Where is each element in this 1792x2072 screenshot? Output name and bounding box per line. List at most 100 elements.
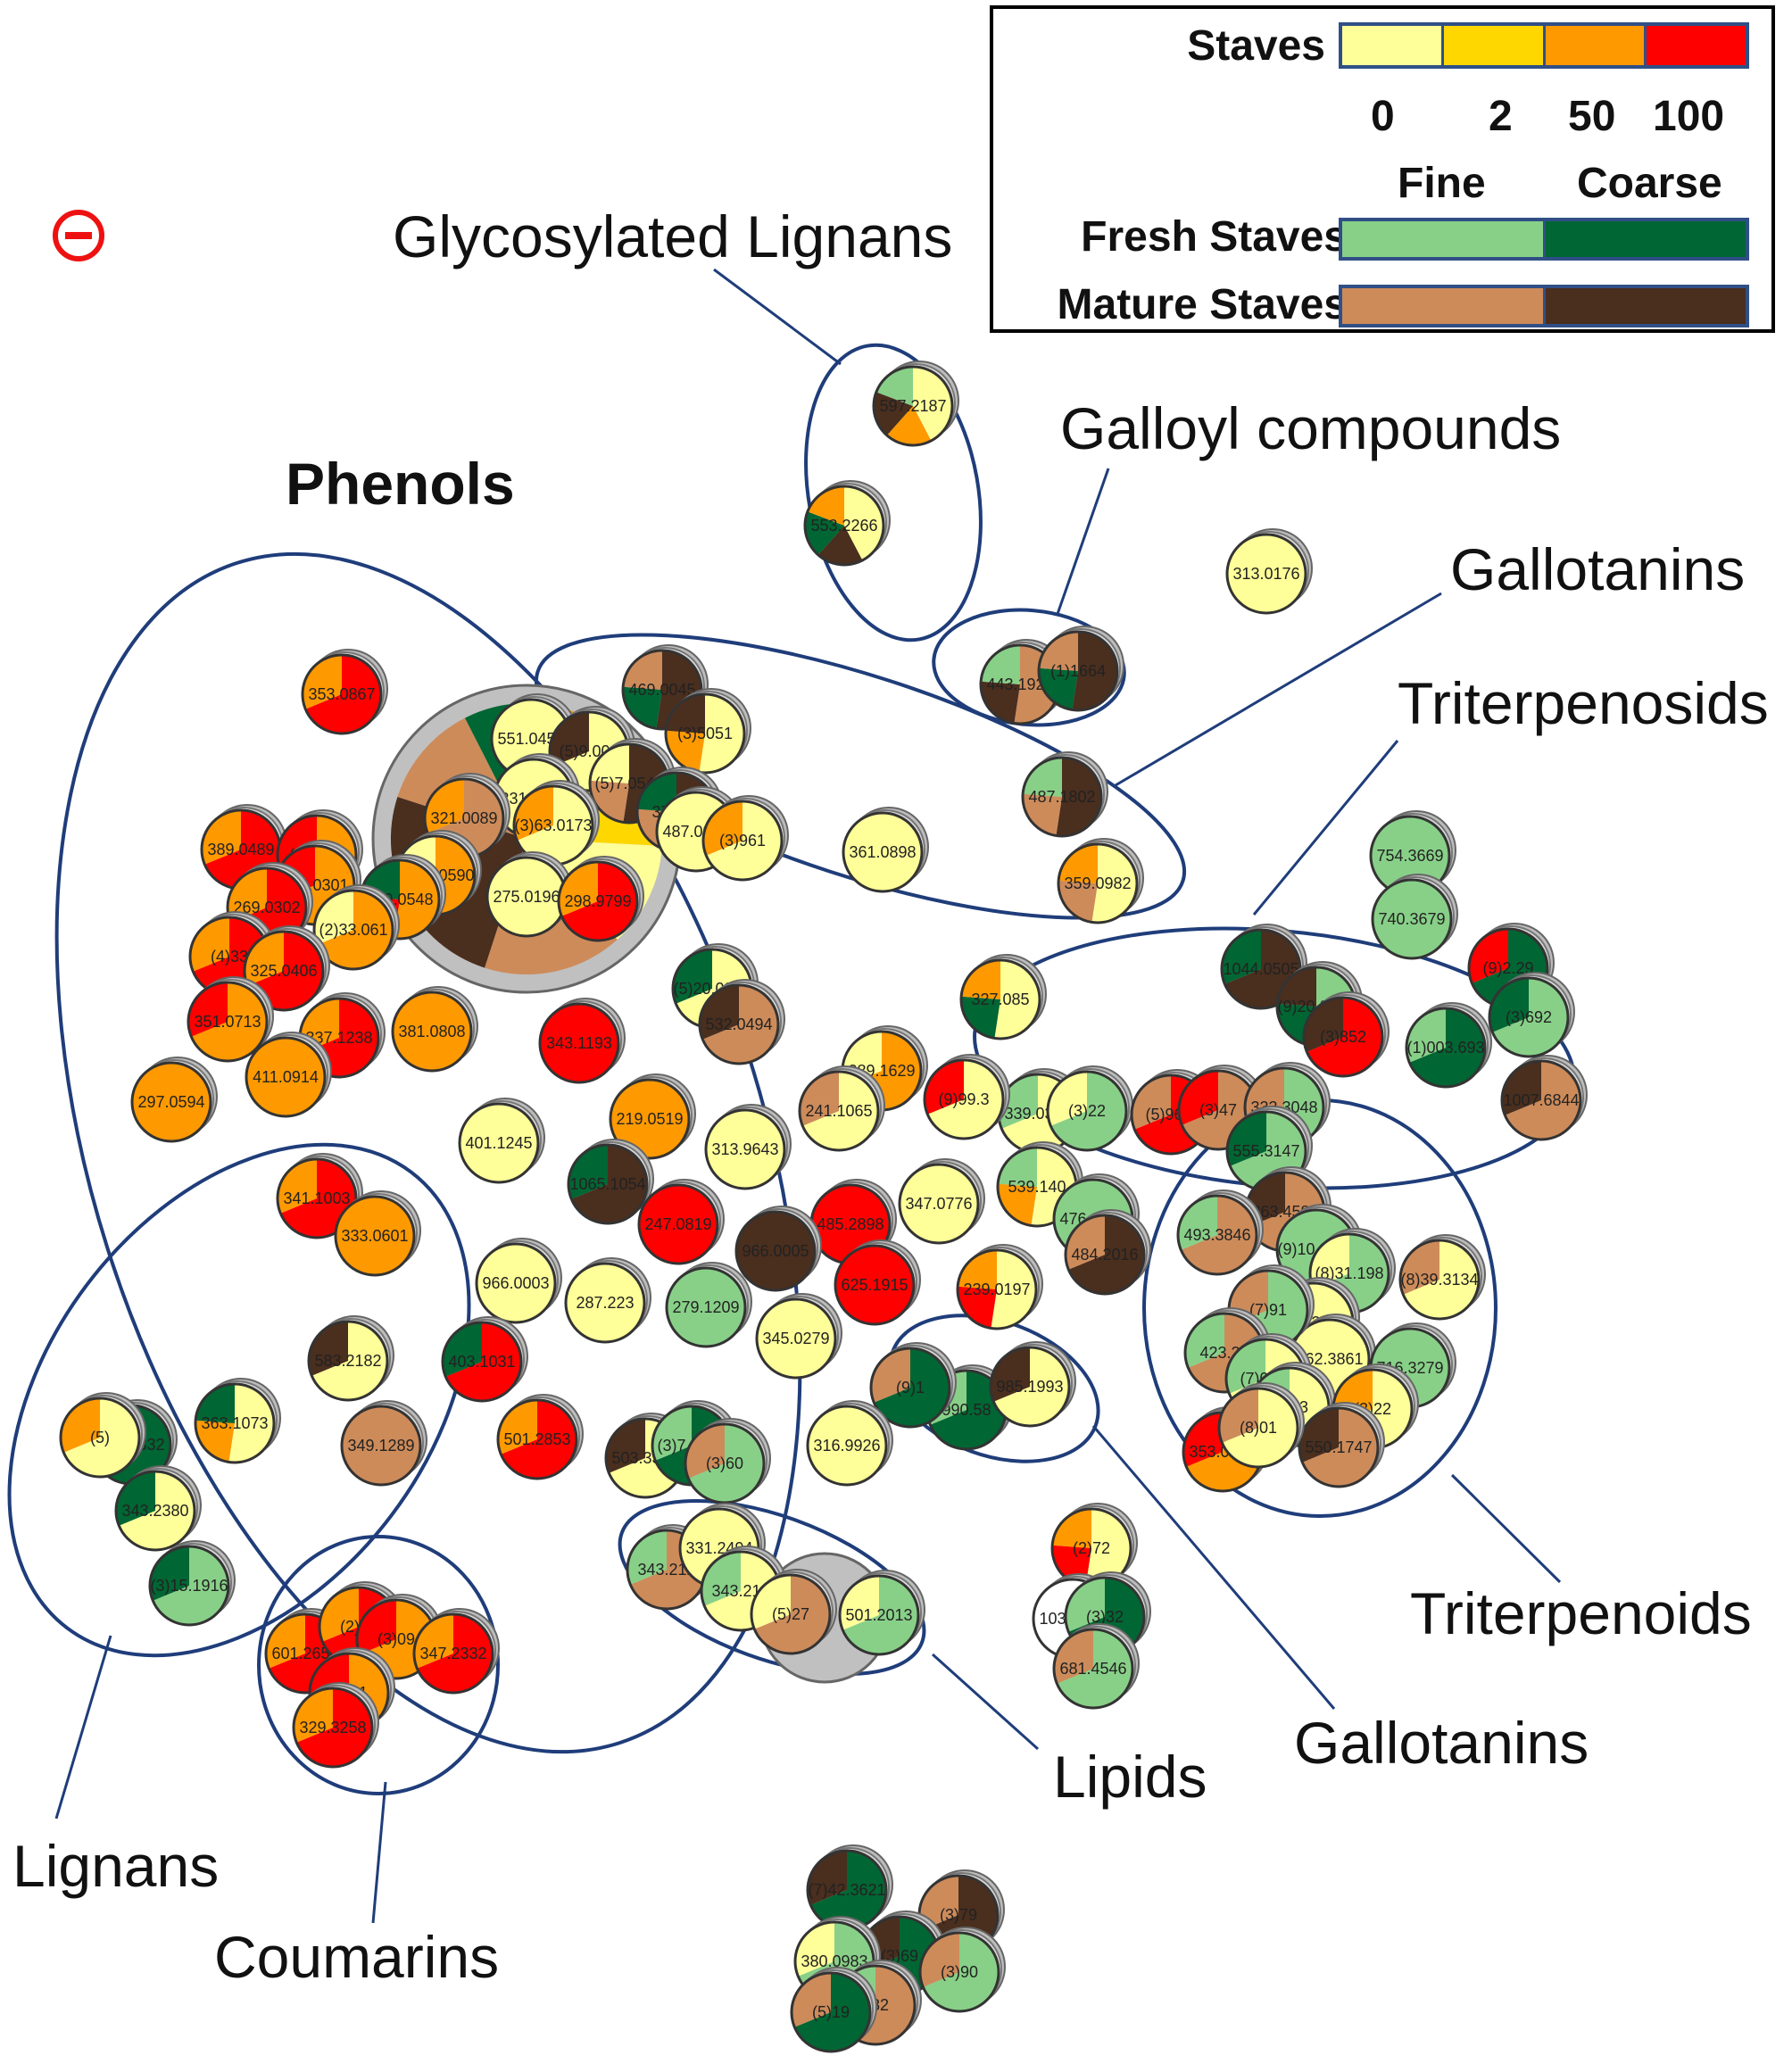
compound-node-label: 401.1245 (465, 1134, 532, 1152)
compound-node: (9)99.3 (923, 1054, 1010, 1140)
leader-lipids (931, 1653, 1040, 1751)
legend-coarse-label: Coarse (1577, 160, 1722, 207)
legend-staves-bar (1339, 22, 1749, 69)
compound-node-label: 333.0601 (341, 1227, 408, 1245)
compound-node-label: 601.2653 (271, 1645, 338, 1662)
compound-node-label: (3)60 (706, 1455, 743, 1472)
compound-node-label: 484.2016 (1071, 1246, 1138, 1264)
compound-node-label: (1)1664 (1050, 662, 1106, 680)
legend-fine-label: Fine (1398, 160, 1486, 207)
compound-node-label: 583.2182 (314, 1352, 381, 1370)
minus-icon (53, 210, 104, 261)
label-gallotanins-top: Gallotanins (1450, 536, 1746, 602)
compound-node: 316.9926 (806, 1400, 893, 1487)
compound-node-label: 625.1915 (841, 1276, 908, 1294)
outline-gallotanins-top (534, 633, 1187, 920)
compound-node: 297.0594 (130, 1057, 218, 1143)
compound-node-label: 501.2013 (845, 1606, 912, 1624)
compound-node: (3)692 (1488, 972, 1575, 1058)
compound-node-label: 269.0302 (233, 899, 300, 916)
label-phenols: Phenols (286, 451, 515, 517)
compound-node: 343.2380 (114, 1465, 202, 1552)
leader-glycosylated-lignans (713, 268, 842, 366)
mature-fine-swatch (1342, 288, 1543, 324)
compound-node-label: 1044.0505 (1223, 960, 1298, 978)
compound-node: 740.3679 (1371, 874, 1458, 960)
cluster-leader-lines (54, 268, 1562, 1924)
legend-staves-title: Staves (1187, 22, 1325, 70)
compound-node-label: 553.2266 (810, 517, 877, 535)
compound-node: 247.0819 (637, 1179, 725, 1265)
compound-node: 403.1031 (441, 1316, 528, 1403)
compound-node: (1)003.693 (1405, 1002, 1492, 1089)
compound-node: 327.085 (959, 954, 1047, 1040)
mature-coarse-swatch (1542, 288, 1746, 324)
compound-node: (3)961 (701, 795, 789, 882)
compound-node: 353.0867 (301, 649, 388, 735)
compound-node: 597.2187 (872, 361, 959, 447)
compound-node: 1065.1054 (567, 1139, 654, 1225)
compound-node-label: 327.085 (971, 990, 1029, 1008)
label-gallotanins-bottom: Gallotanins (1294, 1710, 1589, 1776)
compound-node: (5) (59, 1392, 146, 1479)
outline-lipids (618, 1499, 926, 1676)
compound-node: (7)42.3621 (806, 1844, 893, 1931)
compound-node-label: (3)90 (941, 1963, 978, 1981)
compound-node: (2)33.061 (312, 884, 400, 971)
compound-node: 625.1915 (834, 1239, 921, 1326)
compound-node-label: 1065.1054 (569, 1175, 645, 1193)
compound-node-label: 341.1003 (283, 1189, 350, 1207)
compound-node: 363.1073 (194, 1378, 281, 1464)
compound-node: 333.0601 (334, 1190, 421, 1277)
compound-node-label: 469.0045 (628, 681, 695, 699)
compound-node: 985.1993 (989, 1341, 1076, 1428)
compound-node-label: (3)47 (1199, 1101, 1237, 1119)
legend-mature-title: Mature Staves (1057, 281, 1348, 328)
compound-node-label: 389.0489 (207, 841, 274, 858)
label-galloyl-compounds: Galloyl compounds (1060, 395, 1562, 461)
compound-node-label: (9)2.29 (1482, 959, 1533, 977)
compound-node-label: 550.1747 (1305, 1438, 1372, 1456)
compound-node-label: 966.0003 (482, 1274, 549, 1292)
compound-node-label: (3)63.0173 (514, 816, 592, 834)
compound-node-label: (3)5051 (677, 725, 733, 742)
compound-node-label: 247.0819 (644, 1215, 711, 1233)
compound-node-label: (8)31.198 (1315, 1264, 1383, 1282)
compound-node-label: 298.9799 (564, 892, 631, 910)
compound-node: 313.9643 (704, 1104, 792, 1190)
label-triterpenoids: Triterpenoids (1410, 1580, 1752, 1646)
compound-node: 239.0197 (956, 1244, 1043, 1330)
compound-node-label: 316.9926 (813, 1437, 880, 1455)
compound-node-label: (2)72 (1073, 1539, 1110, 1557)
compound-node-label: 532.0494 (705, 1015, 772, 1033)
compound-node: 298.9799 (557, 856, 644, 942)
compound-node-label: 1007.6844 (1503, 1091, 1579, 1109)
compound-node: (1)1664 (1037, 626, 1124, 712)
compound-node-label: 359.0982 (1064, 874, 1131, 892)
compound-node: 325.0406 (243, 925, 330, 1012)
compound-node-label: 239.0197 (963, 1280, 1030, 1298)
compound-node-label: (3)692 (1506, 1008, 1552, 1026)
compound-node: 347.0776 (898, 1158, 985, 1245)
compound-node: 343.1193 (538, 998, 626, 1084)
compound-node-label: 343.1193 (546, 1034, 612, 1052)
compound-node-label: 551.0459 (497, 730, 564, 748)
staves-swatch-0 (1342, 26, 1441, 65)
compound-node-label: 321.0089 (430, 809, 497, 827)
node-layer: 597.2187553.2266443.1926(1)1664487.18023… (59, 361, 1588, 2053)
compound-node-label: (3)15.1916 (150, 1577, 228, 1595)
compound-node-label: 297.0594 (137, 1093, 204, 1111)
compound-node-label: 754.3669 (1376, 847, 1443, 865)
compound-node-label: (9)1 (896, 1379, 925, 1397)
compound-node-label: 403.1031 (448, 1353, 515, 1371)
compound-node-label: (5)19 (812, 2003, 850, 2021)
compound-node: (3)15.1916 (148, 1540, 236, 1627)
label-coumarins: Coumarins (214, 1924, 500, 1990)
compound-node-label: (4)33 (211, 948, 248, 966)
compound-node-label: 313.9643 (711, 1140, 778, 1158)
compound-node-label: 219.0519 (616, 1110, 683, 1128)
fresh-coarse-swatch (1542, 221, 1746, 257)
label-triterpenosids: Triterpenosids (1398, 670, 1769, 736)
fresh-fine-swatch (1342, 221, 1543, 257)
outline-lignans (7, 1142, 471, 1658)
